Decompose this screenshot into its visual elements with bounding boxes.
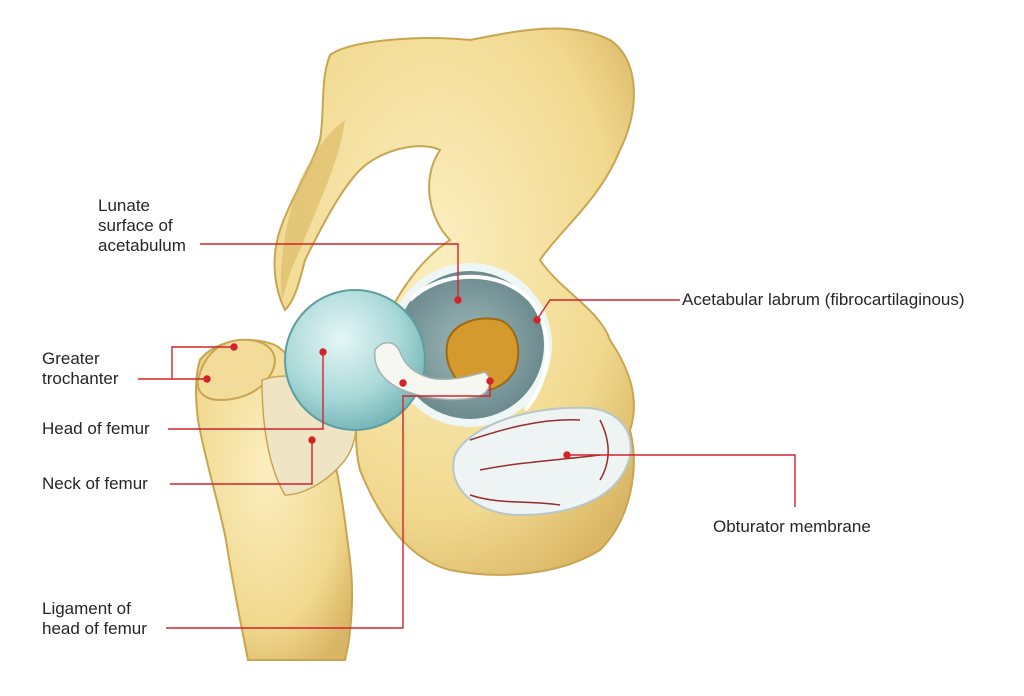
- label-neck-text: Neck of femur: [42, 474, 148, 493]
- label-obturator-membrane: Obturator membrane: [713, 517, 871, 537]
- label-ligament-line-2: head of femur: [42, 619, 147, 638]
- leader-labrum: [537, 299, 680, 319]
- femoral-head: [284, 289, 426, 431]
- leader-obturator: [569, 454, 796, 507]
- obturator-vessels: [469, 419, 609, 506]
- label-head-text: Head of femur: [42, 419, 150, 438]
- label-lunate-line-3: acetabulum: [98, 236, 186, 255]
- leader-ligament: [166, 383, 491, 629]
- label-head-of-femur: Head of femur: [42, 419, 150, 439]
- label-ligament-of-head: Ligament of head of femur: [42, 599, 147, 639]
- label-ligament-line-1: Ligament of: [42, 599, 131, 618]
- leader-lines: [138, 243, 796, 629]
- leader-head: [168, 354, 324, 430]
- label-lunate-line-2: surface of: [98, 216, 173, 235]
- label-labrum-text: Acetabular labrum (fibrocartilaginous): [682, 290, 965, 309]
- label-acetabular-labrum: Acetabular labrum (fibrocartilaginous): [682, 290, 965, 310]
- label-obturator-text: Obturator membrane: [713, 517, 871, 536]
- label-greater-trochanter: Greater trochanter: [42, 349, 119, 389]
- label-lunate-surface: Lunate surface of acetabulum: [98, 196, 186, 256]
- iliac-shadow: [280, 120, 345, 300]
- leader-lunate: [200, 243, 459, 298]
- label-lunate-line-1: Lunate: [98, 196, 150, 215]
- label-neck-of-femur: Neck of femur: [42, 474, 148, 494]
- label-trochanter-line-2: trochanter: [42, 369, 119, 388]
- leader-trochanter: [138, 346, 232, 380]
- leader-neck: [170, 442, 313, 485]
- greater-trochanter-shape: [196, 338, 276, 402]
- acetabular-labrum-rim: [408, 274, 549, 412]
- label-trochanter-line-1: Greater: [42, 349, 100, 368]
